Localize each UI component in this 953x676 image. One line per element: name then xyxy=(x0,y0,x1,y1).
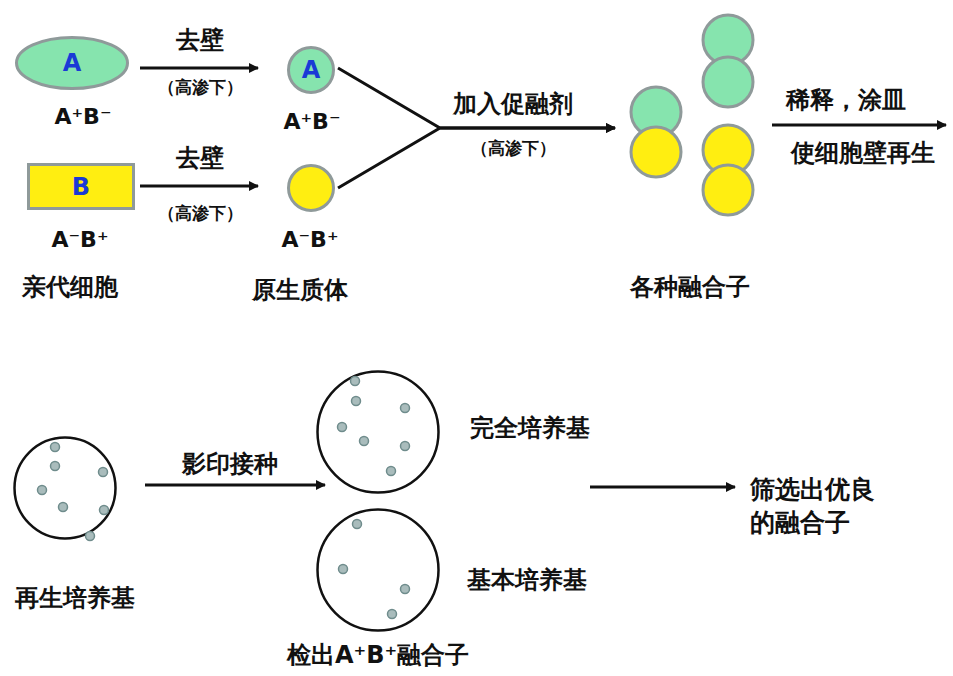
colony-dot xyxy=(51,462,60,471)
node-text: 完全培养基 xyxy=(470,414,590,443)
edge-label: 加入促融剂 xyxy=(453,90,573,119)
culture-plate: 再生培养基 xyxy=(13,436,117,540)
protoplast-outline xyxy=(289,166,334,211)
colony-dot xyxy=(388,610,397,619)
colony-dot xyxy=(401,442,410,451)
edge-label: 去壁 xyxy=(176,144,224,173)
colony-dot xyxy=(100,506,109,515)
shape-outline xyxy=(316,370,440,494)
node-text: 基本培养基 xyxy=(467,566,587,595)
fusant-group: 各种融合子 xyxy=(629,13,755,217)
node-caption: A⁺B⁻ xyxy=(283,109,340,135)
step-label: 稀释，涂皿 xyxy=(786,86,906,115)
step-label: 使细胞壁再生 xyxy=(791,139,935,168)
edge-label: 去壁 xyxy=(176,26,224,55)
colony-dot xyxy=(86,532,95,541)
node-text: 各种融合子 xyxy=(630,273,750,302)
condition-note: （高渗下） xyxy=(158,77,243,97)
colony-dot xyxy=(351,377,360,386)
colony-dot xyxy=(338,423,347,432)
flow-arrow xyxy=(338,68,615,128)
shape-outline xyxy=(13,436,117,540)
colony-dot xyxy=(401,585,410,594)
protoplast-outline xyxy=(289,48,334,93)
colony-dot xyxy=(401,404,410,413)
protoplast: A⁻B⁺ xyxy=(287,164,335,212)
edge-label: 影印接种 xyxy=(182,450,278,479)
plate-outline xyxy=(318,510,439,631)
node-text: 再生培养基 xyxy=(15,584,135,613)
fusant-cell xyxy=(703,165,753,215)
node-text: A xyxy=(302,56,321,85)
plate-outline xyxy=(15,438,116,539)
result-arrow xyxy=(590,486,735,489)
culture-plate: 基本培养基检出A⁺B⁺融合子 xyxy=(316,508,440,632)
result-label: 筛选出优良 的融合子 xyxy=(750,474,886,539)
fusant-cell xyxy=(631,127,681,177)
colony-dot xyxy=(339,565,348,574)
colony-dot xyxy=(51,443,60,452)
node-caption: 检出A⁺B⁺融合子 xyxy=(287,641,469,670)
condition-note: （高渗下） xyxy=(158,203,243,223)
node-text: A⁻B⁺ xyxy=(281,227,338,253)
protoplast: AA⁺B⁻ xyxy=(287,46,335,94)
shape-outline xyxy=(316,508,440,632)
flow-arrow xyxy=(140,185,258,188)
node-text: A xyxy=(63,49,82,78)
cell-outline xyxy=(17,38,128,89)
colony-dot xyxy=(353,520,362,529)
flow-arrow xyxy=(338,128,615,188)
fusant-cell xyxy=(703,57,753,107)
colony-dot xyxy=(360,437,369,446)
flow-arrow xyxy=(140,67,258,70)
cell-outline xyxy=(29,165,134,209)
plate-outline xyxy=(318,372,439,493)
colony-dot xyxy=(352,397,361,406)
node-caption: A⁺B⁻ xyxy=(54,104,111,130)
shape-outline xyxy=(287,164,335,212)
colony-dot xyxy=(59,503,68,512)
parent-cell: AA⁺B⁻ xyxy=(15,36,129,90)
shape-outline xyxy=(629,13,755,217)
node-caption: A⁻B⁺ xyxy=(51,227,108,253)
process-arrow xyxy=(772,124,946,127)
colony-dot xyxy=(38,486,47,495)
flow-arrow xyxy=(145,484,325,487)
stage-label: 亲代细胞 xyxy=(22,273,118,302)
colony-dot xyxy=(387,467,396,476)
culture-plate: 完全培养基 xyxy=(316,370,440,494)
colony-dot xyxy=(99,468,108,477)
condition-note: （高渗下） xyxy=(471,138,556,158)
stage-label: 原生质体 xyxy=(252,276,348,305)
node-text: B xyxy=(72,173,90,202)
parent-cell: BA⁻B⁺ xyxy=(27,163,135,210)
